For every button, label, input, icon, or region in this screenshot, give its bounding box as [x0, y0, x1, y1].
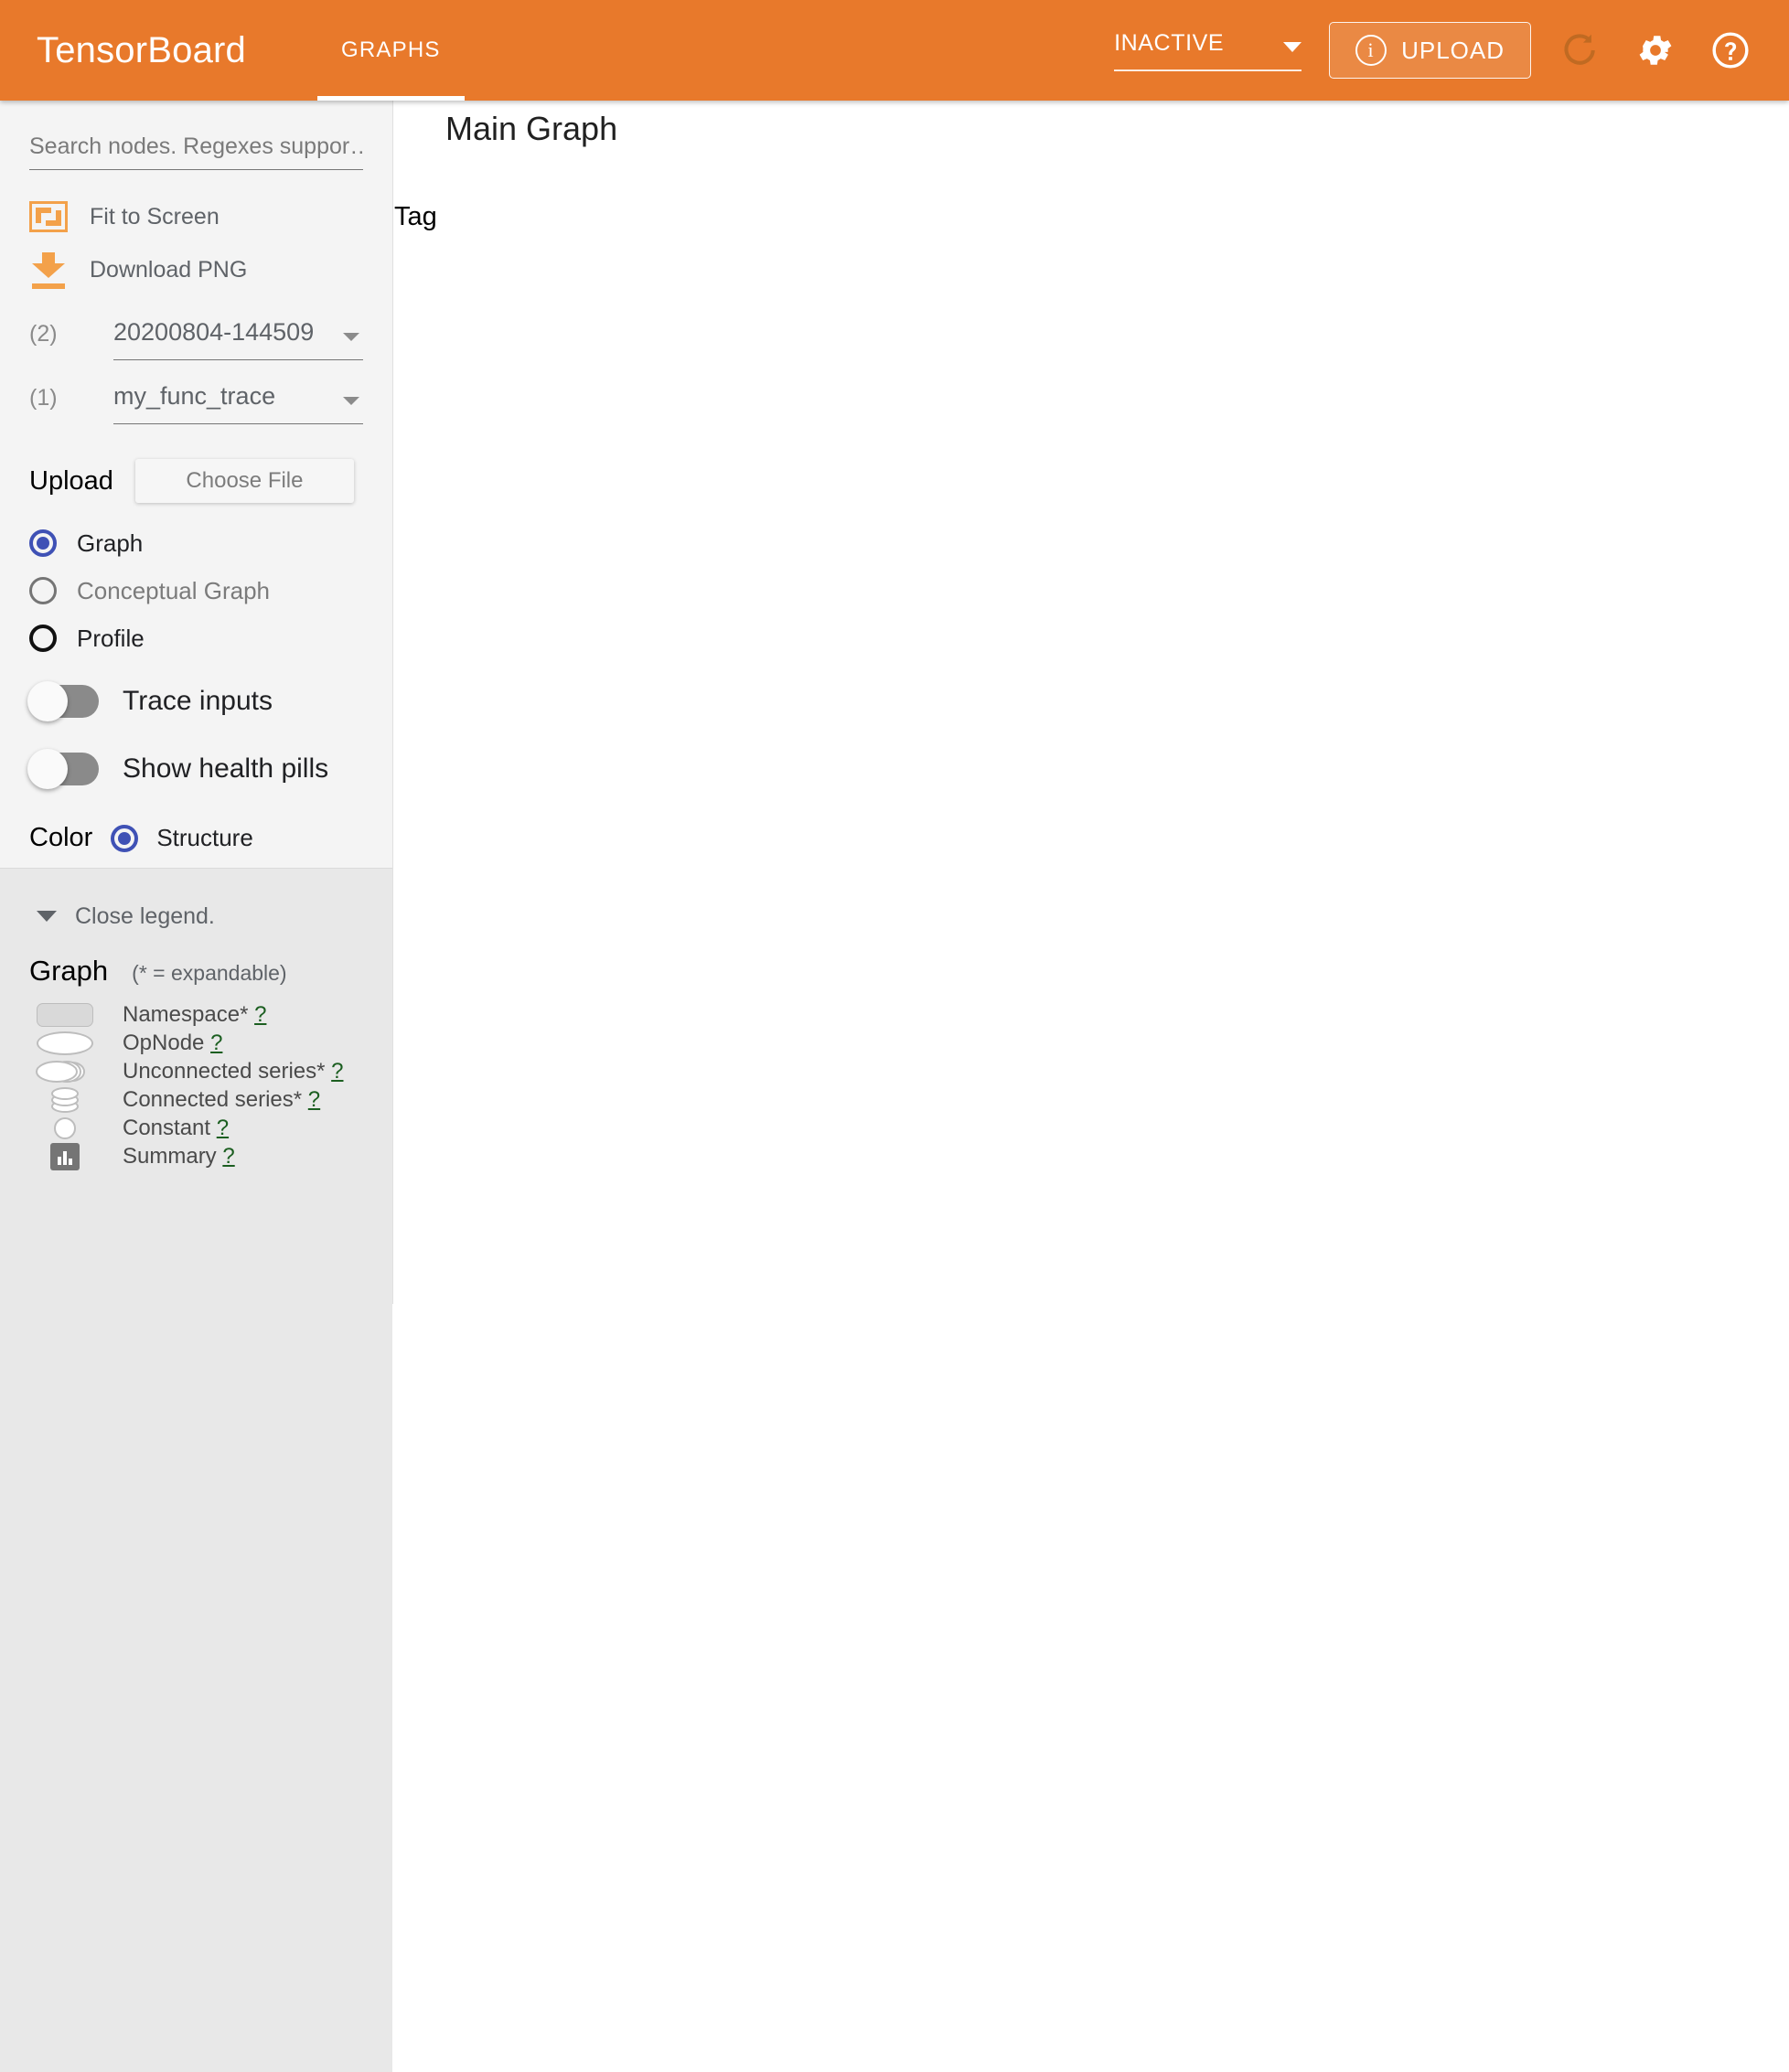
tag-label: Tag: [394, 201, 1789, 1404]
legend-label-namespace: Namespace*: [123, 1001, 249, 1027]
help-link-namespace[interactable]: ?: [254, 1001, 267, 1027]
legend-item-constant: Constant ?: [0, 1114, 392, 1142]
app-header: TensorBoard GRAPHS INACTIVE i UPLOAD: [0, 0, 1789, 101]
download-png-button[interactable]: Download PNG: [0, 243, 392, 296]
chevron-down-icon: [37, 911, 57, 922]
help-link-constant[interactable]: ?: [216, 1115, 230, 1140]
tag-value: my_func_trace: [113, 382, 276, 410]
radio-profile[interactable]: Profile: [0, 614, 392, 662]
legend-item-namespace: Namespace* ?: [0, 1000, 392, 1029]
tag-select[interactable]: my_func_trace: [113, 382, 363, 424]
unconnected-series-swatch-icon: [29, 1059, 101, 1084]
legend-label-constant: Constant: [123, 1115, 211, 1140]
legend-item-connected-series: Connected series* ?: [0, 1085, 392, 1114]
tag-field: Tag (1) my_func_trace: [0, 201, 1789, 1404]
nav-tabs: GRAPHS: [317, 0, 465, 101]
legend-label-opnode: OpNode: [123, 1030, 205, 1055]
legend-item-opnode: OpNode ?: [0, 1029, 392, 1057]
download-png-label: Download PNG: [90, 256, 248, 283]
color-label: Color: [29, 823, 93, 852]
run-label-group: Run (2): [29, 201, 1789, 1404]
run-status-dropdown[interactable]: INACTIVE: [1114, 29, 1302, 71]
legend-title: Graph: [29, 955, 109, 987]
page-title: Main Graph: [445, 110, 618, 147]
legend-header: Graph (* = expandable): [0, 955, 392, 988]
chevron-down-icon: [1283, 42, 1302, 52]
refresh-icon[interactable]: [1555, 25, 1606, 76]
download-icon: [29, 252, 68, 289]
run-count: (2): [29, 321, 58, 347]
radio-profile-label: Profile: [77, 624, 145, 652]
namespace-swatch-icon: [29, 1002, 101, 1027]
constant-swatch-icon: [29, 1116, 101, 1139]
upload-field: Upload Choose File: [0, 459, 392, 503]
app-brand: TensorBoard: [37, 29, 246, 70]
color-field: Color Structure: [0, 808, 392, 869]
tab-graphs[interactable]: GRAPHS: [317, 0, 465, 101]
radio-conceptual-graph[interactable]: Conceptual Graph: [0, 567, 392, 614]
help-icon[interactable]: [1705, 25, 1756, 76]
upload-label: Upload: [29, 465, 113, 496]
summary-swatch-icon: [29, 1142, 101, 1170]
fit-to-screen-button[interactable]: Fit to Screen: [0, 190, 392, 243]
radio-structure-indicator[interactable]: [111, 824, 139, 852]
radio-graph[interactable]: Graph: [0, 519, 392, 567]
sidebar: Fit to Screen Download PNG Run (2) 20200…: [0, 101, 1789, 2072]
close-legend-label: Close legend.: [75, 902, 215, 929]
search-container: [0, 101, 392, 170]
legend-label-connected-series: Connected series*: [123, 1086, 303, 1112]
legend-subtitle: (* = expandable): [132, 961, 287, 985]
legend-panel: Close legend. Graph (* = expandable) Nam…: [0, 869, 392, 2072]
radio-structure-label: Structure: [156, 824, 253, 851]
toggle-show-health-pills[interactable]: Show health pills: [0, 741, 392, 797]
help-link-summary[interactable]: ?: [222, 1143, 235, 1169]
fit-to-screen-icon: [29, 201, 68, 232]
legend-item-unconnected-series: Unconnected series* ?: [0, 1057, 392, 1085]
settings-gear-icon[interactable]: [1630, 25, 1681, 76]
radio-profile-indicator: [29, 625, 57, 652]
connected-series-swatch-icon: [29, 1086, 101, 1114]
choose-file-button[interactable]: Choose File: [134, 459, 354, 503]
radio-conceptual-graph-indicator: [29, 577, 57, 604]
tag-label-group: Tag (1): [29, 201, 1789, 1404]
tag-count: (1): [29, 385, 58, 411]
close-legend-button[interactable]: Close legend.: [0, 892, 392, 940]
toggle-trace-inputs[interactable]: Trace inputs: [0, 673, 392, 730]
fit-to-screen-label: Fit to Screen: [90, 203, 220, 230]
radio-conceptual-graph-label: Conceptual Graph: [77, 576, 271, 604]
upload-button-label: UPLOAD: [1401, 36, 1505, 64]
legend-label-summary: Summary: [123, 1143, 217, 1169]
help-link-opnode[interactable]: ?: [210, 1030, 223, 1055]
info-icon: i: [1355, 35, 1387, 66]
run-select[interactable]: 20200804-144509: [113, 318, 363, 360]
chevron-down-icon: [343, 397, 359, 405]
header-actions: INACTIVE i UPLOAD: [1114, 22, 1789, 79]
toggle-trace-inputs-switch[interactable]: [27, 681, 99, 721]
help-link-connected-series[interactable]: ?: [307, 1086, 321, 1112]
legend-item-summary: Summary ?: [0, 1142, 392, 1170]
search-input[interactable]: [29, 128, 363, 170]
chevron-down-icon: [343, 333, 359, 341]
help-link-unconnected-series[interactable]: ?: [331, 1058, 344, 1084]
radio-graph-indicator: [29, 529, 57, 557]
toggle-show-health-pills-switch[interactable]: [27, 749, 99, 789]
legend-label-unconnected-series: Unconnected series*: [123, 1058, 326, 1084]
run-field: Run (2) 20200804-144509: [0, 201, 1789, 1404]
radio-graph-label: Graph: [77, 529, 144, 557]
run-status-value: INACTIVE: [1114, 29, 1225, 56]
opnode-swatch-icon: [29, 1031, 101, 1055]
toggle-show-health-pills-label: Show health pills: [123, 753, 329, 784]
run-value: 20200804-144509: [113, 318, 315, 346]
tab-graphs-label: GRAPHS: [341, 37, 441, 62]
upload-button[interactable]: i UPLOAD: [1329, 22, 1531, 79]
toggle-trace-inputs-label: Trace inputs: [123, 686, 273, 716]
